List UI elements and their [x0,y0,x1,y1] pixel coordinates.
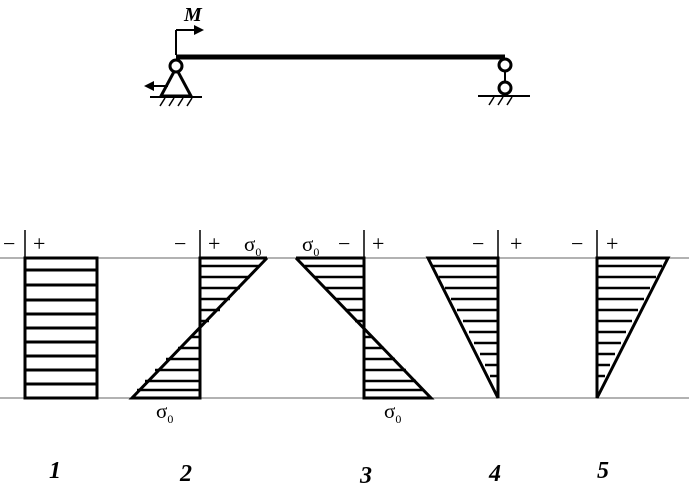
diagram-1-outline [23,256,99,400]
diagram-3-sigma-bottom-label: σ0 [384,399,401,426]
diagram-4-number: 4 [488,461,501,487]
diagram-1-hatching [25,268,97,386]
diagram-4-minus-sign: − [472,231,484,256]
diagram-5-hatching [597,264,662,378]
diagram-3: σ0 − + σ0 3 [294,230,435,489]
diagram-1: − + 1 [3,230,99,484]
diagram-2-sigma-bottom-label: σ0 [156,399,173,426]
diagram-3-sigma-top-label: σ0 [302,232,319,259]
diagram-5-number: 5 [597,458,609,484]
diagram-1-number: 1 [49,458,61,484]
diagram-4-outline [425,256,500,399]
diagram-1-minus-sign: − [3,231,15,256]
right-roller-support [478,57,530,106]
diagram-5-plus-sign: + [606,231,618,256]
beam-scheme: M [144,4,530,107]
horizontal-reaction-arrow [144,81,168,91]
diagram-3-hatching [305,264,424,392]
left-pinned-support [150,58,202,107]
diagram-4: − + 4 [425,230,522,487]
diagram-5-minus-sign: − [571,231,583,256]
diagram-2-outline [128,256,269,400]
moment-label: M [183,4,203,26]
diagram-5: − + 5 [571,230,671,484]
diagram-3-outline [294,256,435,400]
moment-arrow [175,25,204,55]
diagram-2-minus-sign: − [174,231,186,256]
diagram-3-plus-sign: + [372,231,384,256]
diagram-4-hatching [433,264,498,378]
diagram-2: − + σ0 σ0 2 [128,230,269,487]
diagram-3-minus-sign: − [338,231,350,256]
diagram-2-number: 2 [179,461,192,487]
diagram-5-outline [595,256,671,399]
diagram-2-sigma-top-label: σ0 [244,232,261,259]
diagram-2-plus-sign: + [208,231,220,256]
diagram-1-plus-sign: + [33,231,45,256]
diagram-3-number: 3 [359,463,372,489]
diagram-4-plus-sign: + [510,231,522,256]
